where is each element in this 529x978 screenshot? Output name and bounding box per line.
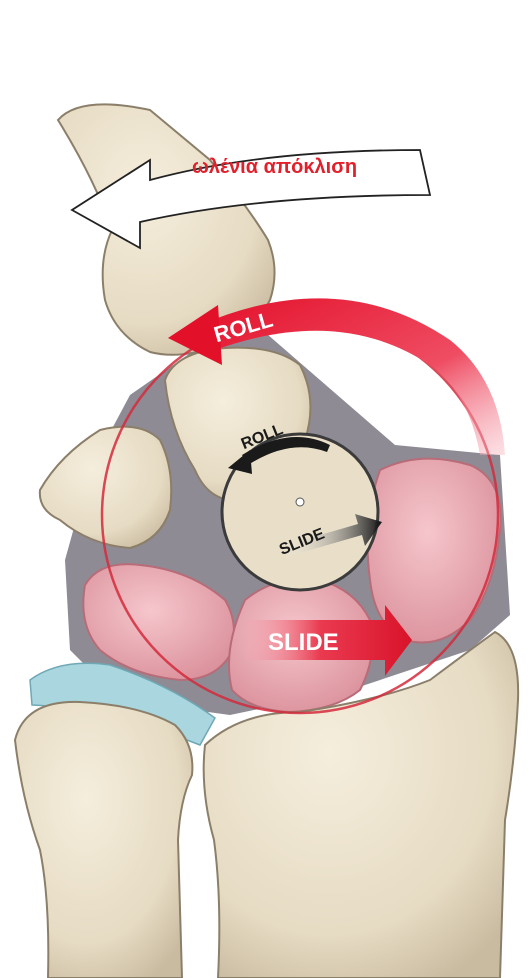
large-slide-label: SLIDE: [268, 629, 339, 656]
inset-center-dot: [296, 498, 304, 506]
trapezium-bone: [40, 427, 171, 548]
caption-label: ωλένια απόκλιση: [192, 156, 357, 178]
ulna-bone: [15, 702, 192, 978]
